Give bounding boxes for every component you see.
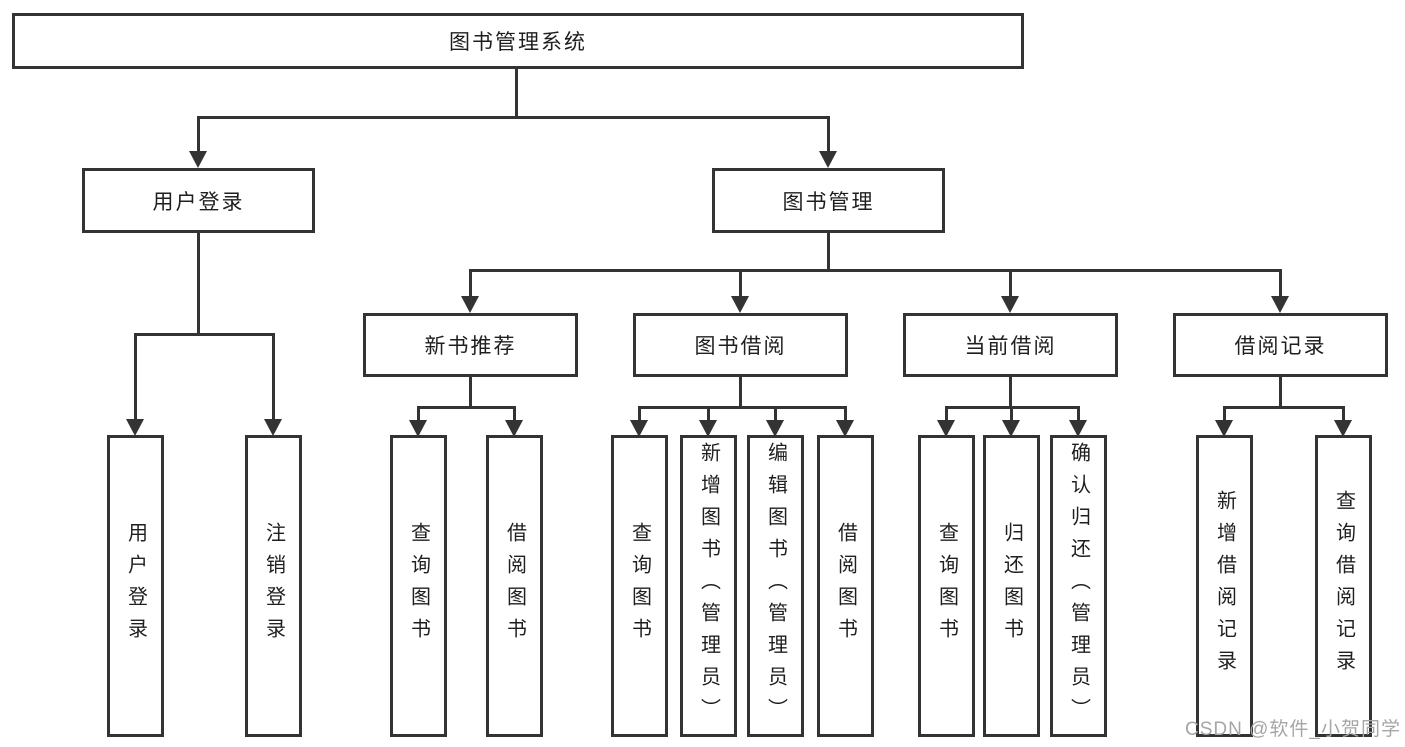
arrow-down-icon <box>819 151 837 168</box>
connector-book-mgmt-rail <box>469 269 1282 272</box>
node-book-borrowing: 图书借阅 <box>633 313 848 377</box>
connector-to-user-login <box>197 116 200 153</box>
connector-section-stem <box>469 377 472 409</box>
connector-book-mgmt-stem <box>827 233 830 272</box>
leaf-query-borrow-record: 查询借阅记录 <box>1315 435 1372 737</box>
leaf-add-borrow-record: 新增借阅记录 <box>1196 435 1253 737</box>
csdn-watermark: CSDN @软件_小贺同学 <box>1185 719 1401 740</box>
leaf-label: 注销登录 <box>262 522 285 650</box>
leaf-label: 新增借阅记录 <box>1213 490 1236 682</box>
leaf-query-books-recommend: 查询图书 <box>390 435 447 737</box>
arrow-down-icon <box>1001 296 1019 313</box>
leaf-label: 归还图书 <box>1000 522 1023 650</box>
connector-to-leaf <box>707 406 710 422</box>
connector-to-section <box>739 269 742 298</box>
node-current-borrowing: 当前借阅 <box>903 313 1118 377</box>
leaf-label: 查询图书 <box>407 522 430 650</box>
leaf-edit-book-admin: 编辑图书（管理员） <box>747 435 804 737</box>
connector-section-stem <box>739 377 742 409</box>
connector-to-leaf <box>1010 406 1013 422</box>
leaf-label: 用户登录 <box>124 522 147 650</box>
connector-to-leaf <box>513 406 516 422</box>
arrow-down-icon <box>505 420 523 437</box>
arrow-down-icon <box>1215 420 1233 437</box>
node-borrowing-records: 借阅记录 <box>1173 313 1388 377</box>
connector-to-leaf <box>1223 406 1226 422</box>
arrow-down-icon <box>766 420 784 437</box>
node-user-login: 用户登录 <box>82 168 315 233</box>
leaf-label: 借阅图书 <box>834 522 857 650</box>
arrow-down-icon <box>630 420 648 437</box>
connector-to-leaf <box>417 406 420 422</box>
node-new-book-recommend: 新书推荐 <box>363 313 578 377</box>
leaf-label: 确认归还（管理员） <box>1067 442 1090 730</box>
connector-to-leaf <box>774 406 777 422</box>
arrow-down-icon <box>836 420 854 437</box>
connector-section-stem <box>1009 377 1012 409</box>
arrow-down-icon <box>1334 420 1352 437</box>
connector-section-rail <box>638 406 847 409</box>
arrow-down-icon <box>126 419 144 436</box>
connector-to-section <box>469 269 472 298</box>
leaf-add-book-admin: 新增图书（管理员） <box>680 435 737 737</box>
arrow-down-icon <box>461 296 479 313</box>
leaf-borrow-books-borrowing: 借阅图书 <box>817 435 874 737</box>
connector-to-leaf <box>134 333 137 419</box>
connector-to-leaf <box>844 406 847 422</box>
connector-section-rail <box>417 406 516 409</box>
leaf-return-books: 归还图书 <box>983 435 1040 737</box>
connector-root-stem <box>515 69 518 118</box>
leaf-query-books-current: 查询图书 <box>918 435 975 737</box>
connector-to-leaf <box>272 333 275 419</box>
arrow-down-icon <box>264 419 282 436</box>
connector-to-leaf <box>1077 406 1080 422</box>
leaf-label: 查询图书 <box>628 522 651 650</box>
arrow-down-icon <box>1271 296 1289 313</box>
connector-to-section <box>1279 269 1282 298</box>
arrow-down-icon <box>409 420 427 437</box>
arrow-down-icon <box>1069 420 1087 437</box>
leaf-label: 查询图书 <box>935 522 958 650</box>
leaf-borrow-books-recommend: 借阅图书 <box>486 435 543 737</box>
leaf-label: 查询借阅记录 <box>1332 490 1355 682</box>
arrow-down-icon <box>699 420 717 437</box>
leaf-label: 借阅图书 <box>503 522 526 650</box>
connector-to-leaf <box>945 406 948 422</box>
arrow-down-icon <box>731 296 749 313</box>
connector-section-stem <box>1279 377 1282 409</box>
arrow-down-icon <box>1002 420 1020 437</box>
leaf-label: 新增图书（管理员） <box>697 442 720 730</box>
connector-to-leaf <box>1342 406 1345 422</box>
connector-section-rail <box>1223 406 1345 409</box>
connector-user-login-rail <box>134 333 275 336</box>
arrow-down-icon <box>189 151 207 168</box>
connector-to-book-mgmt <box>827 116 830 153</box>
leaf-logout: 注销登录 <box>245 435 302 737</box>
connector-root-rail <box>197 116 830 119</box>
connector-to-section <box>1009 269 1012 298</box>
node-library-system: 图书管理系统 <box>12 13 1024 69</box>
leaf-user-login: 用户登录 <box>107 435 164 737</box>
leaf-query-books-borrowing: 查询图书 <box>611 435 668 737</box>
node-book-management: 图书管理 <box>712 168 945 233</box>
connector-user-login-stem <box>197 233 200 336</box>
leaf-confirm-return-admin: 确认归还（管理员） <box>1050 435 1107 737</box>
connector-to-leaf <box>638 406 641 422</box>
arrow-down-icon <box>937 420 955 437</box>
leaf-label: 编辑图书（管理员） <box>764 442 787 730</box>
